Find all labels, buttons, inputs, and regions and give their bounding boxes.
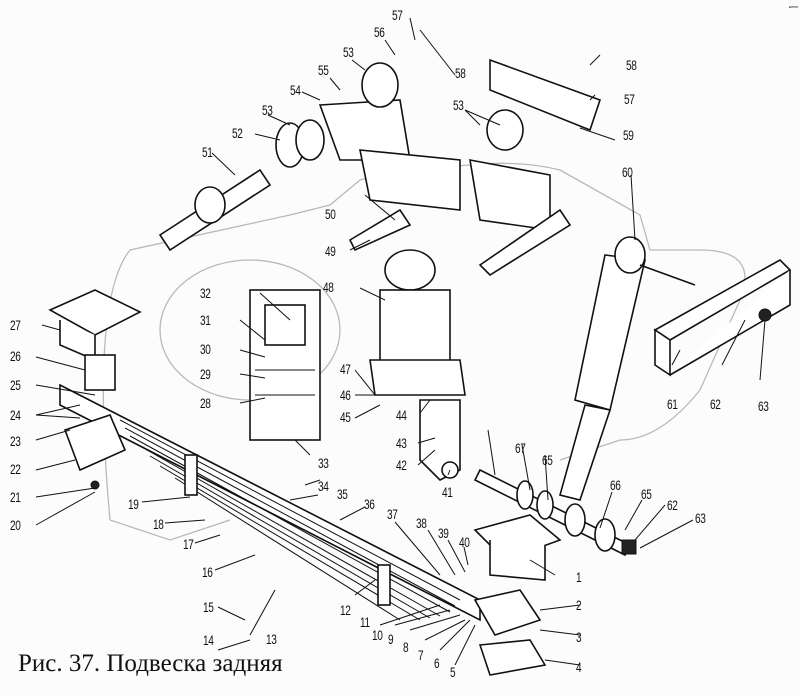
callout-61: 61 [667, 396, 678, 412]
callout-24: 24 [10, 407, 21, 423]
callout-34: 34 [318, 478, 329, 494]
callout-59: 59 [623, 127, 634, 143]
callout-5: 5 [450, 664, 456, 680]
callout-32: 32 [200, 285, 211, 301]
callout-57-top: 57 [392, 7, 403, 23]
callout-55: 55 [318, 62, 329, 78]
callout-38: 38 [416, 515, 427, 531]
callout-29: 29 [200, 366, 211, 382]
callout-35: 35 [337, 486, 348, 502]
callout-58-right: 58 [626, 57, 637, 73]
callout-13: 13 [266, 631, 277, 647]
callout-36: 36 [364, 496, 375, 512]
callout-10: 10 [372, 627, 383, 643]
callout-16: 16 [202, 564, 213, 580]
spring-clip-right [377, 564, 391, 606]
callout-45: 45 [340, 409, 351, 425]
callout-1: 1 [576, 569, 582, 585]
callout-43: 43 [396, 435, 407, 451]
figure-caption: Рис. 37. Подвеска задняя [18, 650, 283, 677]
callout-2: 2 [576, 597, 582, 613]
callout-54: 54 [290, 82, 301, 98]
corner-mark: ▪━━ [788, 5, 798, 11]
callout-41: 41 [442, 484, 453, 500]
callout-53-left: 53 [262, 102, 273, 118]
leader-lines [35, 17, 766, 666]
callout-19: 19 [128, 496, 139, 512]
callout-47: 47 [340, 361, 351, 377]
callout-49: 49 [325, 243, 336, 259]
callout-46: 46 [340, 387, 351, 403]
callout-33: 33 [318, 455, 329, 471]
callout-66: 67 [515, 440, 526, 456]
callout-15: 15 [203, 599, 214, 615]
callout-20: 20 [10, 517, 21, 533]
callout-50: 50 [325, 206, 336, 222]
callout-25: 25 [10, 377, 21, 393]
center-bracket-assembly [249, 289, 321, 441]
rear-end-bracket-assembly [473, 514, 562, 676]
callout-8: 8 [403, 639, 409, 655]
callout-40: 40 [459, 534, 470, 550]
callout-53-mid: 53 [343, 44, 354, 60]
callout-37: 37 [387, 506, 398, 522]
callout-22: 22 [10, 461, 21, 477]
callout-64: 65 [641, 486, 652, 502]
balancer-bracket [369, 249, 466, 481]
callout-65-right: 66 [610, 477, 621, 493]
callout-48: 48 [323, 279, 334, 295]
callout-56: 56 [374, 24, 385, 40]
callout-23: 23 [10, 433, 21, 449]
callout-51: 51 [202, 144, 213, 160]
callout-28: 28 [200, 395, 211, 411]
callout-65-left: 65 [542, 452, 553, 468]
spring-clip-left [184, 454, 198, 496]
callout-26: 26 [10, 348, 21, 364]
trunnion-shaft-assembly [158, 58, 602, 277]
callout-58-left: 58 [455, 65, 466, 81]
lower-pin-assembly [473, 468, 637, 557]
callout-62-top: 62 [710, 396, 721, 412]
callout-27: 27 [10, 317, 21, 333]
callout-3: 3 [576, 629, 582, 645]
shock-mount-bracket [653, 259, 792, 377]
callout-18: 18 [153, 516, 164, 532]
callout-60: 60 [622, 164, 633, 180]
callout-7: 7 [418, 647, 424, 663]
callout-9: 9 [388, 631, 394, 647]
callout-39: 39 [438, 525, 449, 541]
callout-57-right: 57 [624, 91, 635, 107]
callout-21: 21 [10, 489, 21, 505]
callout-53-right: 53 [453, 97, 464, 113]
callout-31: 31 [200, 312, 211, 328]
callout-63-top: 63 [758, 398, 769, 414]
callout-17: 17 [183, 536, 194, 552]
callout-42: 42 [396, 457, 407, 473]
callout-4: 4 [576, 659, 582, 675]
callout-11: 11 [360, 614, 370, 630]
front-bracket-assembly [48, 289, 142, 490]
callout-14: 14 [203, 632, 214, 648]
shock-absorber [559, 236, 696, 501]
callout-63-bottom: 63 [695, 510, 706, 526]
callout-6: 6 [434, 655, 440, 671]
callout-44: 44 [396, 407, 407, 423]
callout-52: 52 [232, 125, 243, 141]
callout-12: 12 [340, 602, 351, 618]
leaf-spring [59, 383, 481, 622]
callout-62-bottom: 62 [667, 497, 678, 513]
callout-30: 30 [200, 341, 211, 357]
